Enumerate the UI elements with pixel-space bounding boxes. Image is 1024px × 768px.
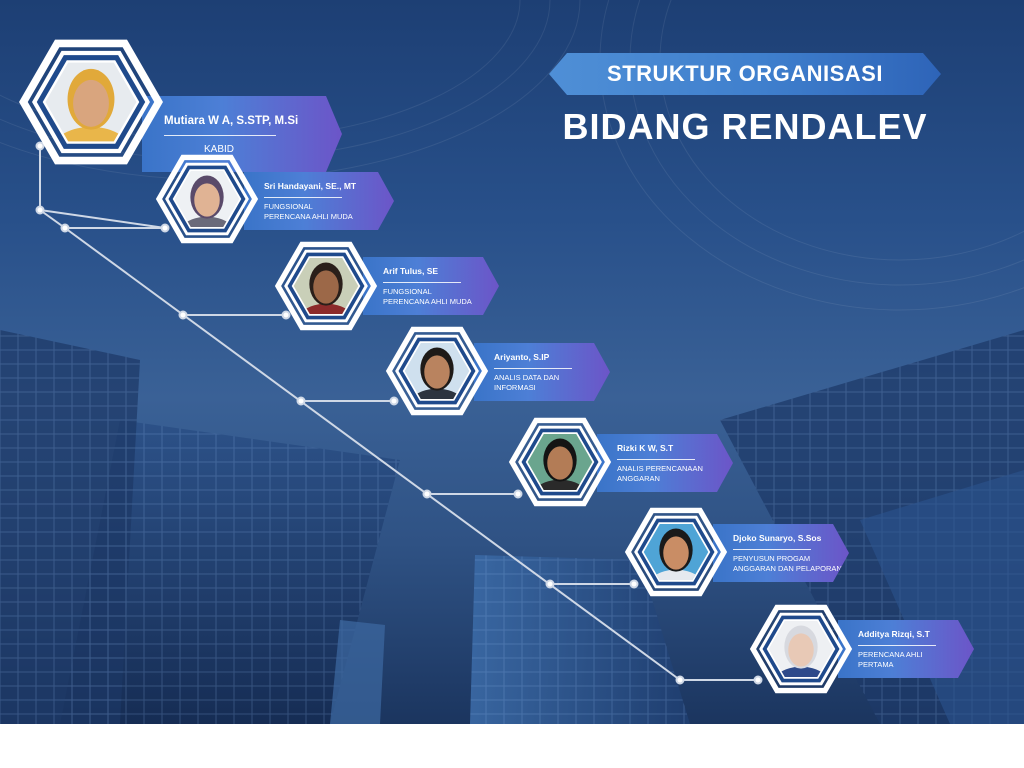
name-divider — [858, 645, 936, 646]
member-photo — [45, 62, 137, 142]
avatar-hexagon — [274, 241, 378, 331]
name-divider — [733, 549, 811, 550]
member-role-line2: ANGGARAN DAN PELAPORAN — [733, 564, 842, 573]
member-role-line1: PENYUSUN PROGAM — [733, 554, 811, 563]
member-name: Ariyanto, S.IP — [494, 352, 550, 362]
avatar-shape — [547, 446, 573, 480]
member-role-line2: ANGGARAN — [617, 474, 660, 483]
avatar-shape — [194, 183, 220, 217]
member-photo — [768, 621, 834, 677]
connector-lines — [35, 141, 763, 685]
name-divider — [164, 135, 276, 136]
member-role-line1: KABID — [204, 144, 235, 155]
avatar-hexagon — [155, 154, 259, 244]
member-role-line1: FUNGSIONAL — [383, 287, 432, 296]
title-banner-text: STRUKTUR ORGANISASI — [607, 61, 883, 86]
avatar-shape — [770, 666, 832, 677]
member-role-line2: PERENCANA AHLI MUDA — [264, 212, 353, 221]
avatar-shape — [176, 216, 238, 227]
avatar-shape — [274, 241, 378, 331]
avatar-shape — [788, 633, 814, 667]
member-role-line1: ANALIS DATA DAN — [494, 373, 560, 382]
avatar-hexagon — [624, 507, 728, 597]
member-photo — [174, 171, 240, 227]
member-photo — [404, 343, 470, 399]
bottom-margin — [0, 724, 1024, 768]
title-banner: STRUKTUR ORGANISASI — [549, 53, 941, 95]
member-name: Djoko Sunaryo, S.Sos — [733, 533, 822, 543]
avatar-shape — [19, 39, 163, 165]
member-name: Sri Handayani, SE., MT — [264, 181, 357, 191]
avatar-hexagon — [508, 417, 612, 507]
avatar-shape — [385, 326, 489, 416]
background-buildings — [0, 330, 1024, 724]
avatar-shape — [295, 303, 357, 314]
avatar-shape — [645, 569, 707, 580]
member-name: Arif Tulus, SE — [383, 266, 439, 276]
member-name: Additya Rizqi, S.T — [858, 629, 930, 639]
name-divider — [494, 368, 572, 369]
avatar-hexagon — [19, 39, 163, 165]
avatar-shape — [406, 388, 468, 399]
member-name: Rizki K W, S.T — [617, 443, 674, 453]
org-chart-canvas: STRUKTUR ORGANISASI BIDANG RENDALEV Muti… — [0, 0, 1024, 724]
member-role-line1: PERENCANA AHLI — [858, 650, 923, 659]
avatar-shape — [624, 507, 728, 597]
avatar-shape — [424, 355, 450, 389]
member-name: Mutiara W A, S.STP, M.Si — [164, 115, 299, 127]
avatar-shape — [48, 126, 134, 142]
avatar-shape — [663, 536, 689, 570]
name-divider — [617, 459, 695, 460]
member-role-line2: PERTAMA — [858, 660, 894, 669]
avatar-hexagon — [749, 604, 853, 694]
avatar-shape — [313, 270, 339, 304]
avatar-shape — [155, 154, 259, 244]
member-photo — [293, 258, 359, 314]
member-role-line1: FUNGSIONAL — [264, 202, 313, 211]
member-photo — [527, 434, 593, 490]
avatar-hexagon — [385, 326, 489, 416]
member-role-line1: ANALIS PERENCANAAN — [617, 464, 703, 473]
member-role-line2: INFORMASI — [494, 383, 536, 392]
avatar-shape — [749, 604, 853, 694]
avatar-shape — [73, 79, 109, 127]
member-role-line2: PERENCANA AHLI MUDA — [383, 297, 472, 306]
member-photo — [643, 524, 709, 580]
name-divider — [264, 197, 342, 198]
name-divider — [383, 282, 461, 283]
avatar-shape — [508, 417, 612, 507]
avatar-shape — [529, 479, 591, 490]
page-title: BIDANG RENDALEV — [562, 106, 928, 147]
